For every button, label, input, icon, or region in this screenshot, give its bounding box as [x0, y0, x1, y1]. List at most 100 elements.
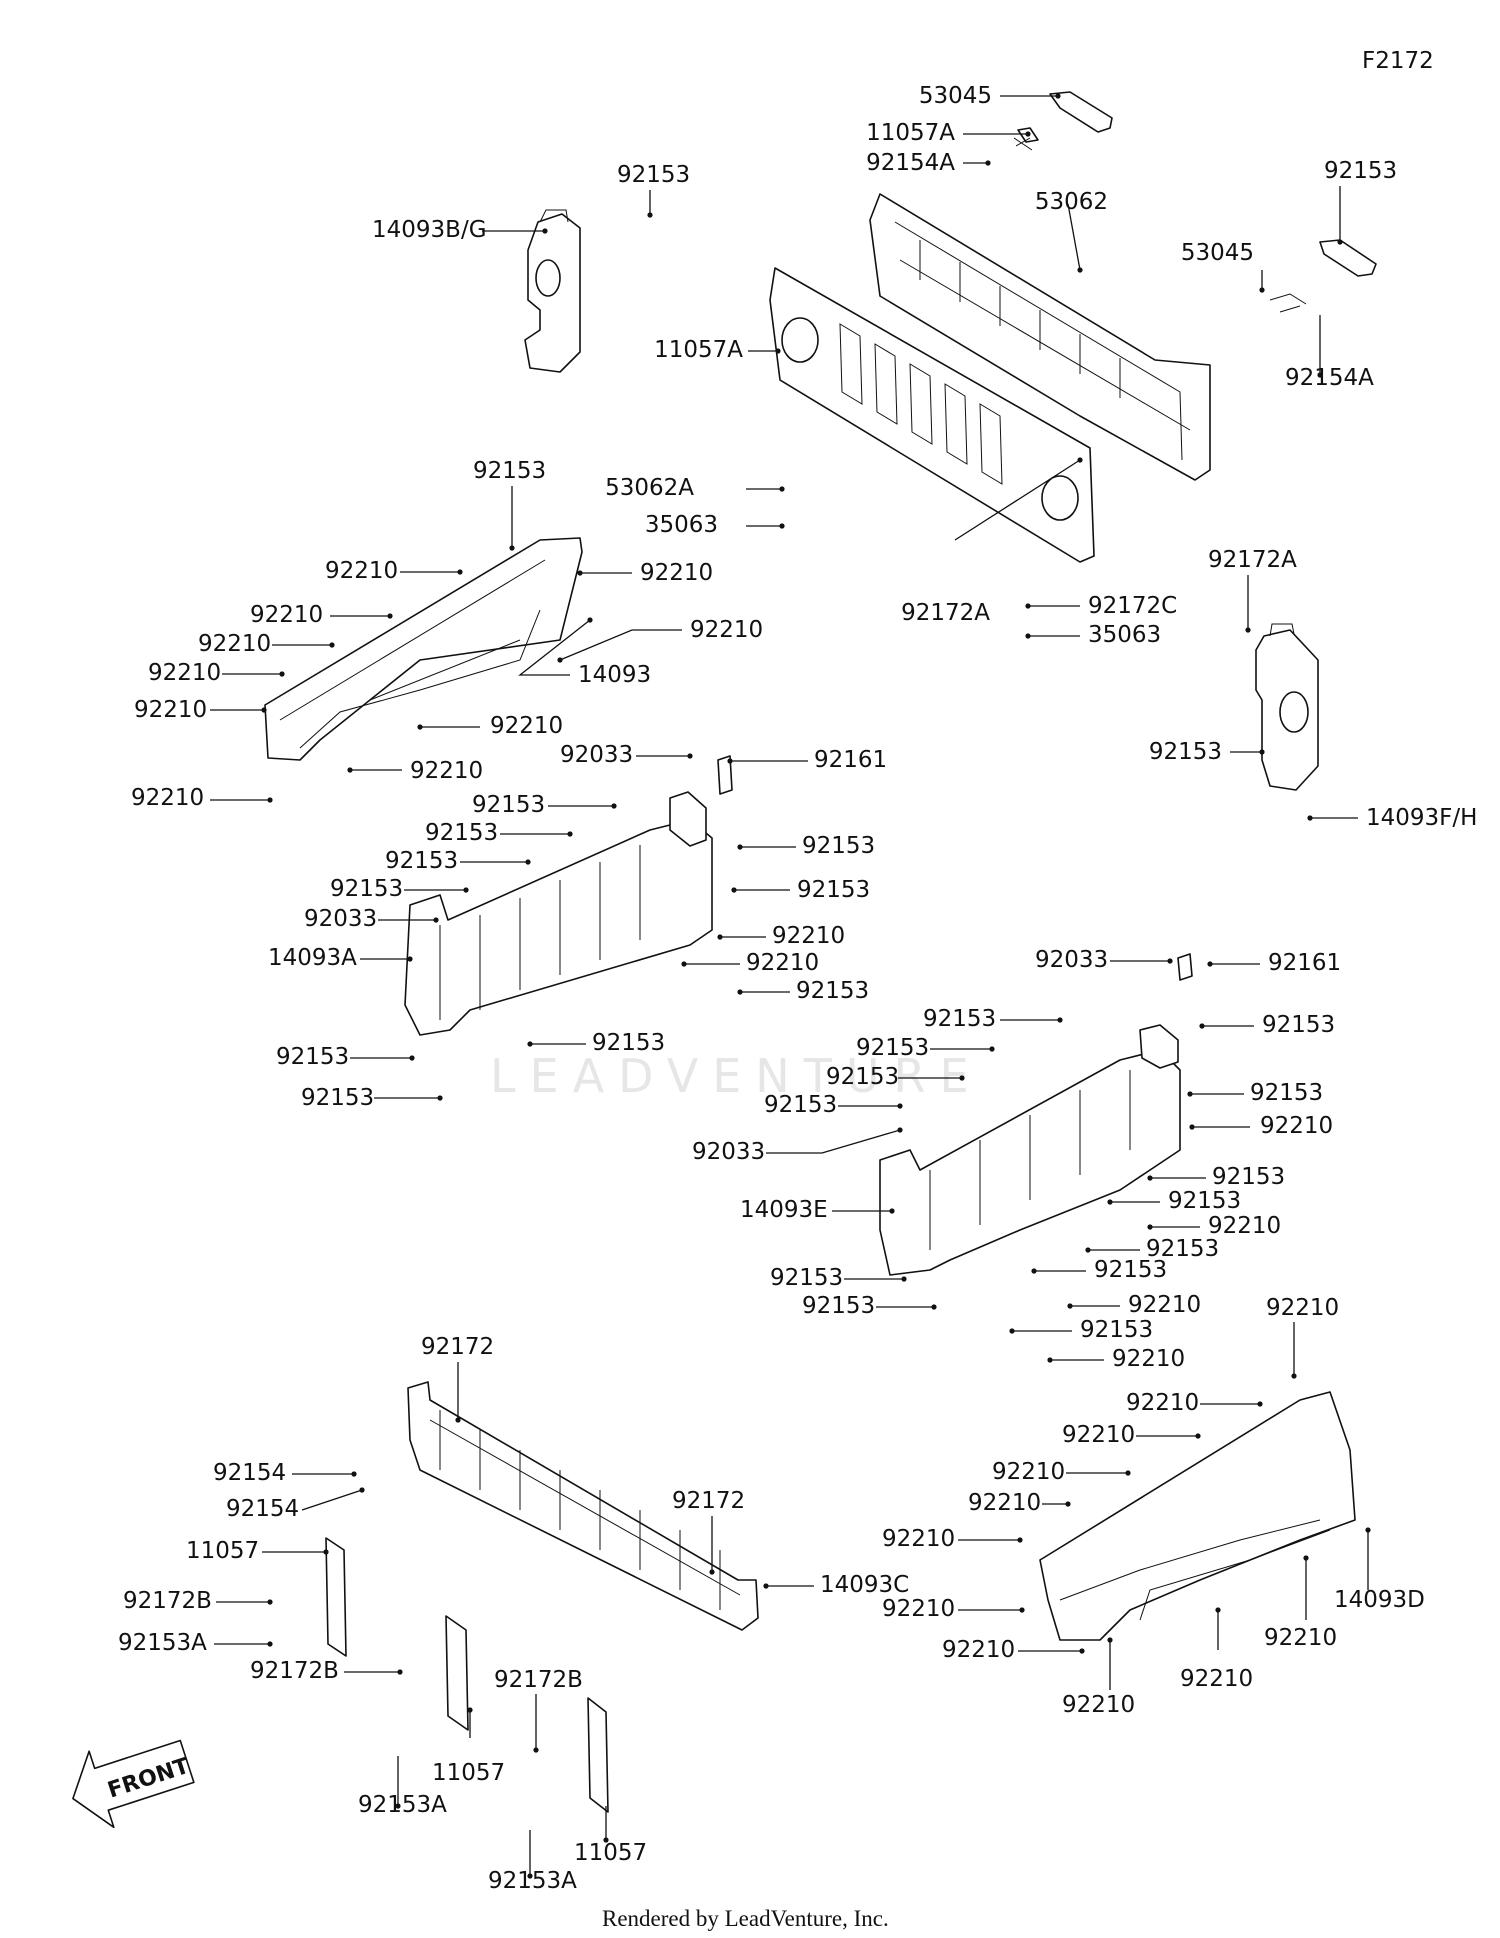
callout-label: 92210 [134, 697, 207, 723]
callout-92153: 92153 [617, 162, 690, 218]
callout-label: 92210 [992, 1459, 1065, 1485]
callout-label: 53045 [1181, 240, 1254, 266]
bracket-14093FH [1255, 623, 1319, 791]
callout-label: 92172 [421, 1334, 494, 1360]
plate-11057-a [325, 1537, 347, 1657]
callout-92210: 92210 [717, 923, 845, 949]
part-drawings: FRONT [72, 91, 1377, 1829]
front-arrow: FRONT [72, 1739, 195, 1829]
leader-dot [611, 803, 617, 809]
callout-label: 92210 [1128, 1292, 1201, 1318]
callout-92172: 92172 [421, 1334, 494, 1423]
bed-panel-14093E [879, 1024, 1181, 1276]
callout-92033: 92033 [560, 742, 693, 768]
leader-dot [1189, 1124, 1195, 1130]
leader-dot [1055, 93, 1061, 99]
leader-dot [409, 1055, 415, 1061]
callout-label: 14093C [820, 1572, 909, 1598]
leader-dot [989, 1046, 995, 1052]
leader-dot [261, 707, 267, 713]
callout-92210: 92210 [557, 617, 763, 663]
callout-label: 92153 [1168, 1188, 1241, 1214]
bed-panel-14093C [407, 1381, 759, 1631]
leader-dot [731, 887, 737, 893]
leader-dot [525, 859, 531, 865]
callout-label: 92161 [814, 747, 887, 773]
callout-label: 92153 [592, 1030, 665, 1056]
callout-92153: 92153 [1149, 739, 1265, 765]
callout-label: 92172B [494, 1667, 583, 1693]
leader-dot [681, 961, 687, 967]
leader-dot [455, 1417, 461, 1423]
callout-label: 92210 [1260, 1113, 1333, 1139]
callout-label: 92033 [560, 742, 633, 768]
callout-92161: 92161 [727, 747, 887, 773]
callout-label: 14093F/H [1366, 805, 1477, 831]
leader-dot [727, 758, 733, 764]
callout-label: 92210 [1062, 1422, 1135, 1448]
leader-dot [267, 797, 273, 803]
callout-label: 92153 [826, 1064, 899, 1090]
callout-92210: 92210 [131, 785, 273, 811]
leader-dot [323, 1549, 329, 1555]
callout-92172b: 92172B [123, 1588, 273, 1614]
callout-92172a: 92172A [901, 457, 1083, 626]
callout-92210: 92210 [1266, 1295, 1339, 1379]
leader-dot [509, 545, 515, 551]
callout-label: 53062 [1035, 189, 1108, 215]
leader-dot [533, 1747, 539, 1753]
panel-53062A [769, 267, 1095, 563]
callout-92210: 92210 [1067, 1292, 1201, 1318]
callout-label: 14093E [740, 1197, 828, 1223]
leader-dot [279, 671, 285, 677]
callout-92172b: 92172B [250, 1658, 403, 1684]
callout-92210: 92210 [1180, 1607, 1253, 1692]
leader-dot [1147, 1224, 1153, 1230]
leader-dot [1077, 457, 1083, 463]
callout-92210: 92210 [992, 1459, 1131, 1485]
callout-92153: 92153 [1107, 1188, 1241, 1214]
leader-dot [329, 642, 335, 648]
callout-label: 35063 [1088, 622, 1161, 648]
callout-label: 53045 [919, 83, 992, 109]
callout-14093f-h: 14093F/H [1307, 805, 1477, 831]
leader-line [518, 619, 591, 676]
callout-92153: 92153 [301, 1085, 443, 1111]
leader-dot [1195, 1433, 1201, 1439]
callout-label: 92033 [692, 1139, 765, 1165]
callout-92153: 92153 [770, 1265, 907, 1291]
plate-11057-c [587, 1697, 609, 1813]
callout-label: 92153 [276, 1044, 349, 1070]
leader-dot [457, 569, 463, 575]
leader-dot [267, 1641, 273, 1647]
leader-dot [779, 523, 785, 529]
leader-dot [1317, 372, 1323, 378]
callout-label: 92210 [1126, 1390, 1199, 1416]
leader-dot [1245, 627, 1251, 633]
leader-dot [1207, 961, 1213, 967]
callout-label: 92153 [797, 877, 870, 903]
callout-92033: 92033 [1035, 947, 1173, 973]
callout-14093a: 14093A [268, 945, 413, 971]
callout-label: 92153A [358, 1792, 447, 1818]
callout-92210: 92210 [1126, 1390, 1263, 1416]
callout-label: 92210 [640, 560, 713, 586]
leader-dot [527, 1873, 533, 1879]
callout-label: 14093D [1334, 1587, 1425, 1613]
leader-dot [433, 917, 439, 923]
callout-92172c: 92172C [1025, 593, 1177, 619]
callout-92153a: 92153A [118, 1630, 273, 1656]
leader-dot [542, 228, 548, 234]
callout-92153: 92153 [1031, 1257, 1167, 1283]
callout-11057a: 11057A [866, 120, 1031, 146]
leader-dot [267, 1599, 273, 1605]
bracket-53045-top [1013, 91, 1113, 151]
callout-35063: 35063 [1025, 622, 1161, 648]
leader-dot [1077, 267, 1083, 273]
callout-label: 92154 [226, 1496, 299, 1522]
clip-92161-a [717, 755, 733, 795]
leader-dot [1215, 1607, 1221, 1613]
panel-53062 [869, 193, 1211, 481]
callout-92154a: 92154A [1285, 315, 1374, 391]
clip-92161-b [1177, 953, 1193, 981]
